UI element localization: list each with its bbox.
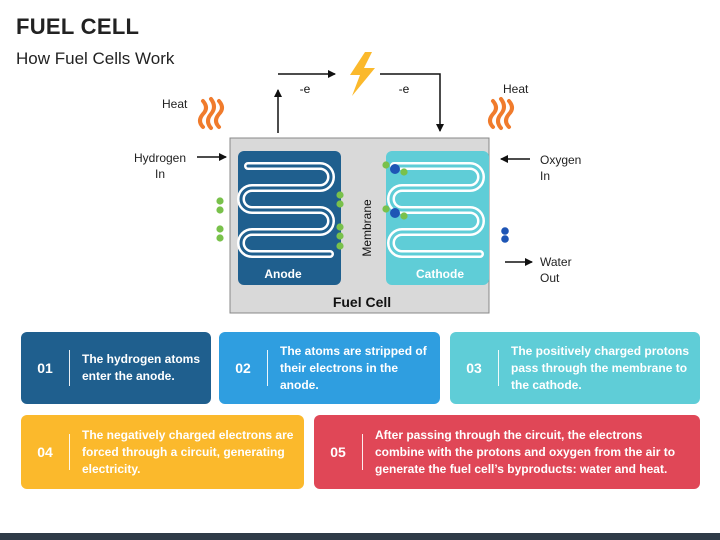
- step-card-05: 05 After passing through the circuit, th…: [314, 415, 700, 489]
- step-card-01: 01 The hydrogen atoms enter the anode.: [21, 332, 211, 404]
- electron-label-left: -e: [300, 82, 311, 96]
- oxygen-in-label: Oxygen In: [540, 153, 582, 183]
- step-card-02: 02 The atoms are stripped of their elect…: [219, 332, 440, 404]
- hydrogen-particles: [216, 161, 408, 250]
- heat-icon-right: [488, 97, 514, 130]
- electron-label-right: -e: [399, 82, 410, 96]
- fuel-cell-label: Fuel Cell: [333, 294, 391, 310]
- step-number: 04: [37, 444, 53, 460]
- cathode-label: Cathode: [416, 267, 464, 281]
- step-card-03: 03 The positively charged protons pass t…: [450, 332, 700, 404]
- fuel-cell-diagram: Membrane Anode Cathode Fuel Cell -e -e: [197, 52, 533, 314]
- step-divider: [362, 434, 363, 470]
- page-subtitle: How Fuel Cells Work: [16, 49, 175, 68]
- heat-icon-left: [198, 97, 224, 130]
- membrane-label: Membrane: [360, 199, 374, 257]
- step-divider: [69, 350, 70, 386]
- step-number: 03: [466, 360, 482, 376]
- step-card-04: 04 The negatively charged electrons are …: [21, 415, 304, 489]
- step-text: The negatively charged electrons are for…: [82, 427, 294, 476]
- water-out-label: Water Out: [540, 255, 572, 285]
- page-title: FUEL CELL: [16, 14, 140, 39]
- step-text: The hydrogen atoms enter the anode.: [82, 352, 201, 383]
- step-text: The positively charged protons pass thro…: [511, 343, 690, 392]
- lightning-bolt-icon: [350, 52, 375, 96]
- step-number: 01: [37, 360, 53, 376]
- anode-label: Anode: [264, 267, 302, 281]
- heat-label-right: Heat: [503, 82, 529, 96]
- footer-bar: [0, 533, 720, 540]
- oxygen-particles: [390, 164, 509, 243]
- hydrogen-in-label: Hydrogen In: [133, 151, 187, 181]
- heat-label-left: Heat: [162, 97, 188, 111]
- step-number: 02: [235, 360, 251, 376]
- step-text: After passing through the circuit, the e…: [375, 427, 676, 476]
- step-divider: [498, 350, 499, 386]
- step-text: The atoms are stripped of their electron…: [280, 343, 427, 392]
- step-number: 05: [330, 444, 346, 460]
- circuit-arrow-top-right: [380, 73, 444, 132]
- step-divider: [267, 350, 268, 386]
- step-divider: [69, 434, 70, 470]
